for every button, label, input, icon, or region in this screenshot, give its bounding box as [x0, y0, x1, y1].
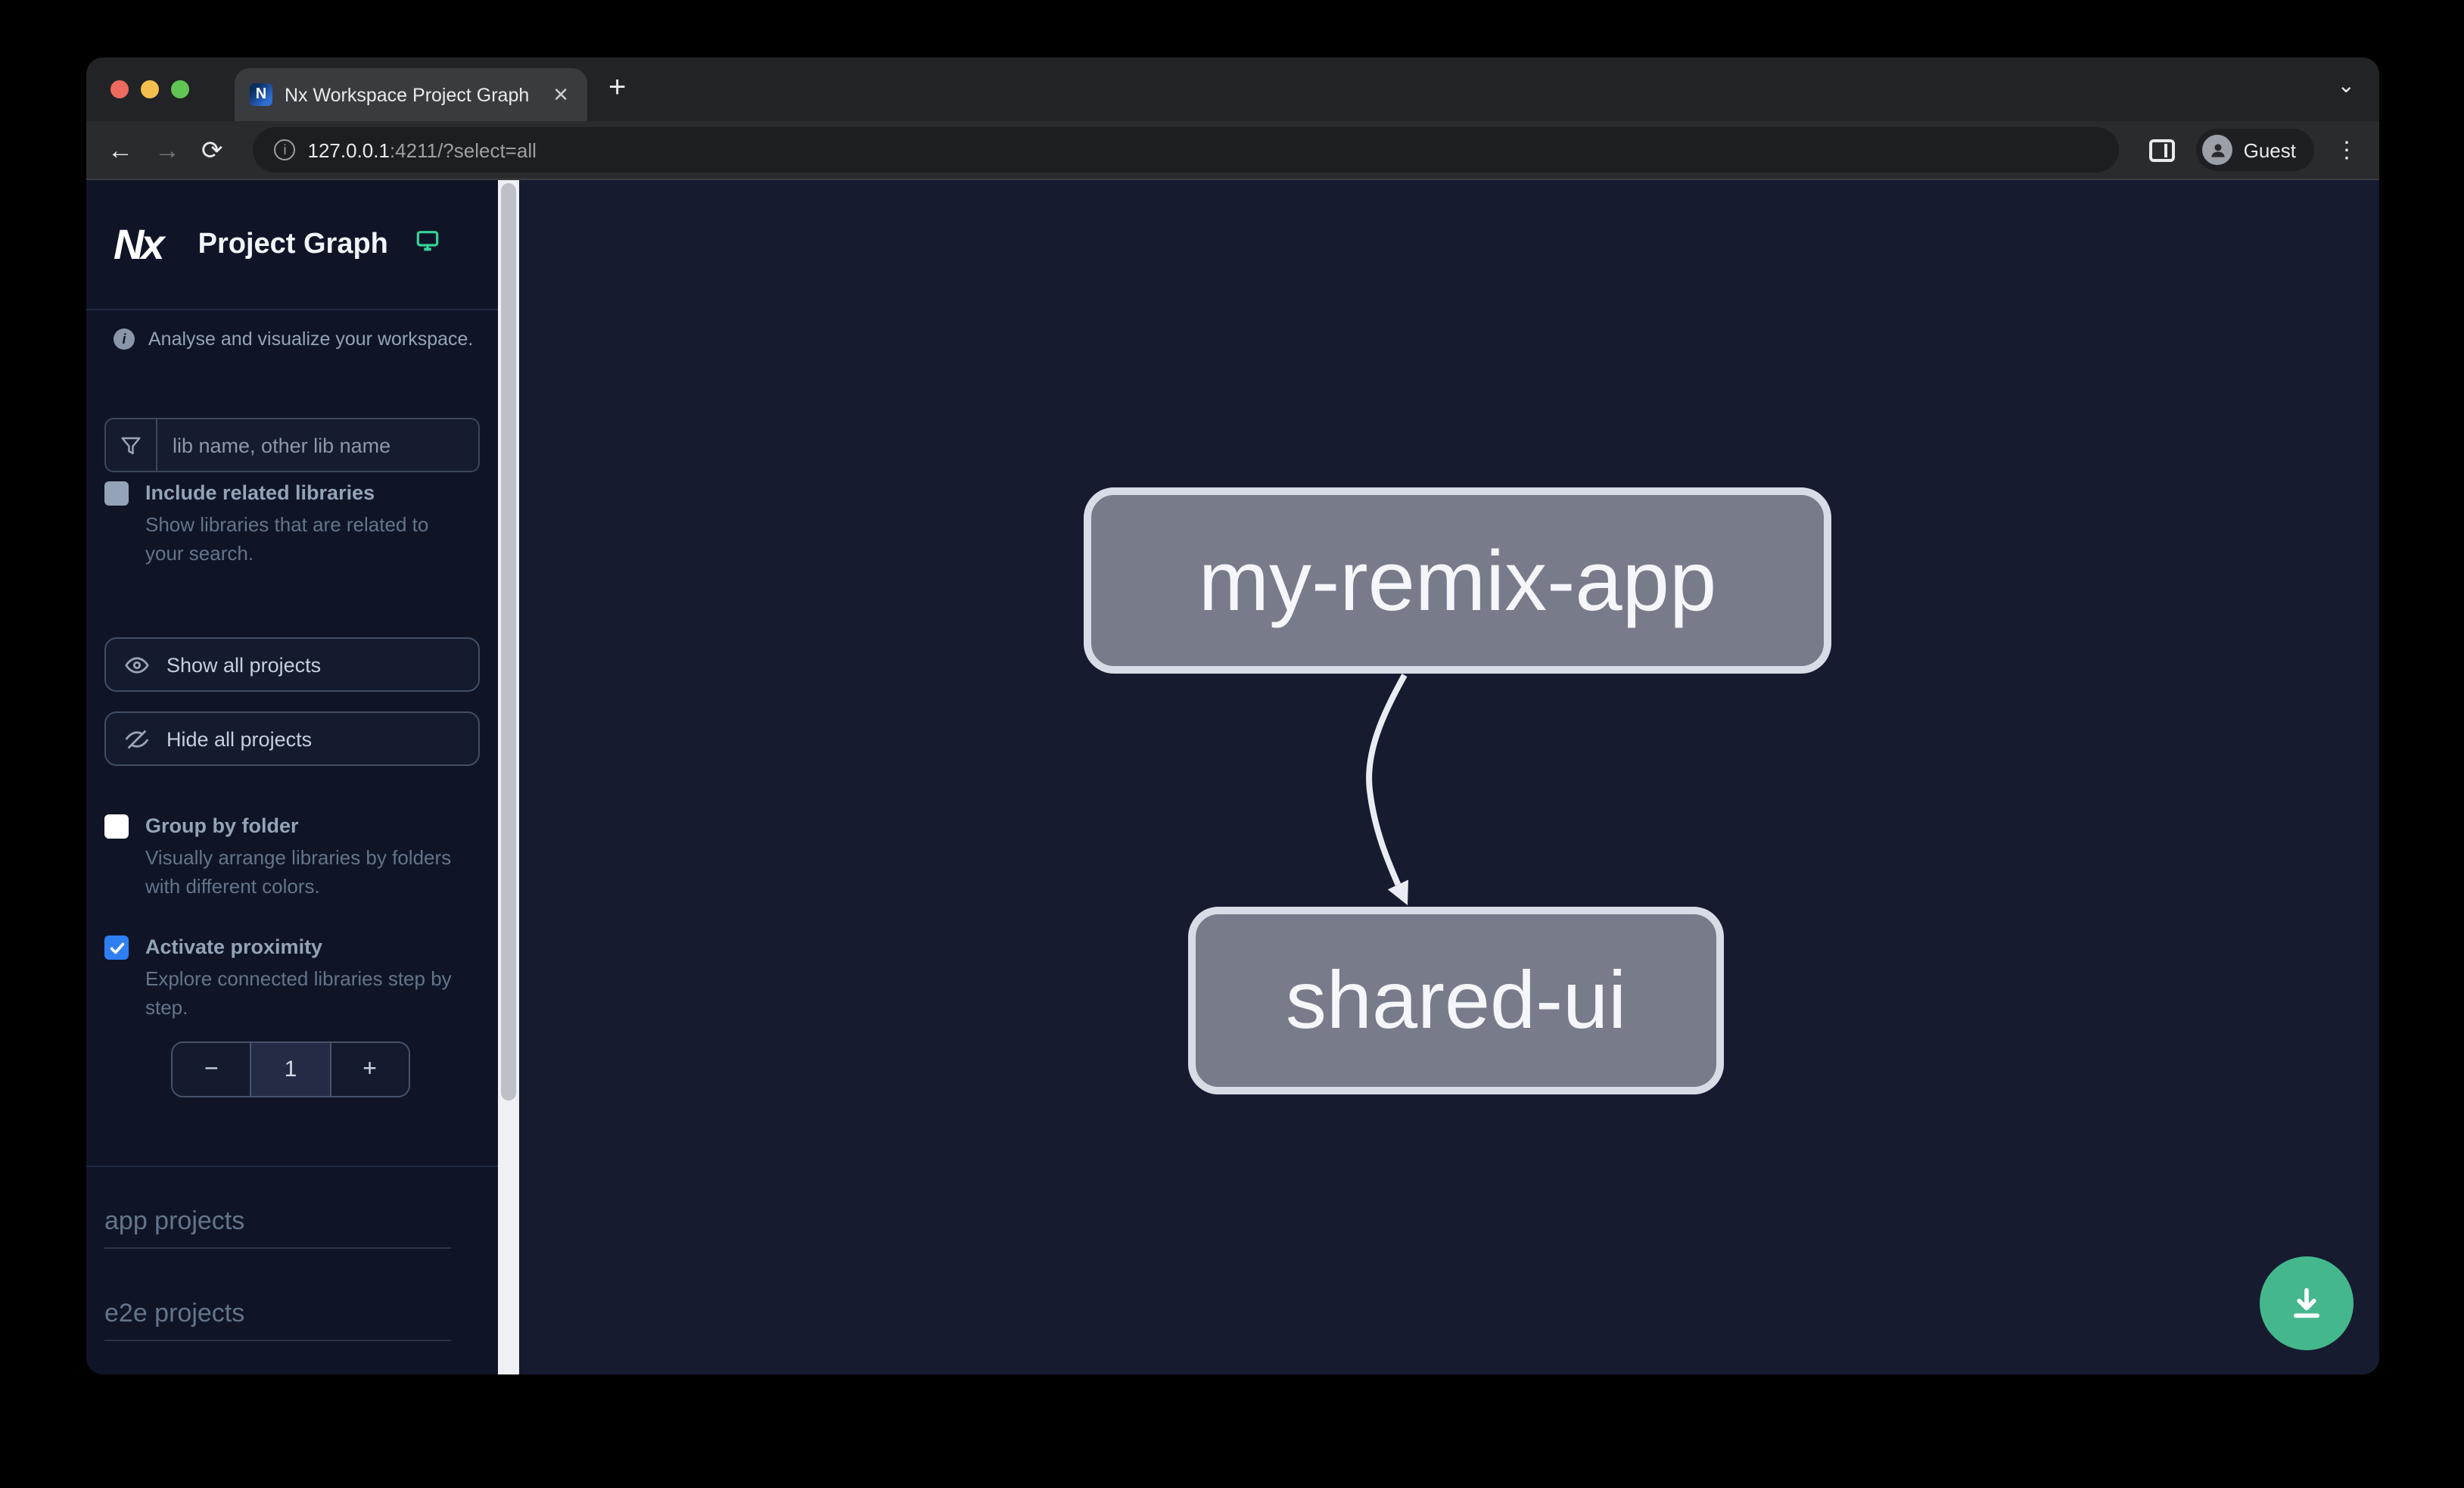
- app-content: Nx Project Graph i Analyse and visualize…: [86, 180, 2379, 1374]
- activate-proximity-option[interactable]: Activate proximity Explore connected lib…: [104, 934, 457, 1022]
- include-related-label: Include related libraries: [145, 481, 375, 504]
- search-box: [104, 418, 480, 472]
- proximity-depth-value: 1: [250, 1043, 331, 1096]
- tab-title: Nx Workspace Project Graph: [285, 84, 530, 105]
- tagline-text: Analyse and visualize your workspace.: [148, 328, 474, 350]
- sidebar-divider: [86, 1166, 498, 1167]
- zoom-window-button[interactable]: [171, 80, 189, 98]
- browser-menu-icon[interactable]: ⋮: [2335, 138, 2358, 163]
- check-icon: [109, 942, 124, 954]
- group-by-folder-description: Visually arrange libraries by folders wi…: [145, 846, 452, 898]
- profile-button[interactable]: Guest: [2196, 129, 2314, 171]
- include-related-description: Show libraries that are related to your …: [145, 513, 429, 565]
- increment-button[interactable]: +: [331, 1043, 409, 1096]
- activate-proximity-checkbox[interactable]: [104, 935, 129, 960]
- nx-logo: Nx: [114, 220, 165, 267]
- hide-all-projects-label: Hide all projects: [166, 727, 313, 750]
- tagline-row: i Analyse and visualize your workspace.: [114, 328, 473, 350]
- section-e2e-projects[interactable]: e2e projects: [104, 1299, 451, 1341]
- include-related-option[interactable]: Include related libraries Show libraries…: [104, 480, 457, 568]
- close-window-button[interactable]: [110, 80, 129, 98]
- show-all-projects-label: Show all projects: [166, 653, 322, 676]
- sidebar-header: Nx Project Graph: [86, 180, 498, 310]
- group-by-folder-label: Group by folder: [145, 814, 299, 837]
- avatar-icon: [2202, 135, 2233, 165]
- decrement-button[interactable]: −: [173, 1043, 250, 1096]
- show-all-projects-button[interactable]: Show all projects: [104, 637, 480, 692]
- tab-close-icon[interactable]: ✕: [552, 83, 569, 106]
- eye-off-icon: [125, 729, 149, 749]
- arrowhead-icon: [1387, 879, 1408, 905]
- node-shared-ui[interactable]: shared-ui: [1188, 907, 1724, 1094]
- minimize-window-button[interactable]: [141, 80, 159, 98]
- group-by-folder-option[interactable]: Group by folder Visually arrange librari…: [104, 813, 457, 901]
- activate-proximity-label: Activate proximity: [145, 935, 323, 958]
- edge-my-remix-app-to-shared-ui: [1366, 674, 1408, 905]
- save-image-button[interactable]: [2260, 1256, 2354, 1350]
- group-by-folder-checkbox[interactable]: [104, 814, 129, 839]
- address-bar[interactable]: i 127.0.0.1:4211/?select=all: [253, 127, 2120, 173]
- filter-icon: [106, 419, 157, 471]
- profile-label: Guest: [2243, 139, 2296, 161]
- section-app-projects[interactable]: app projects: [104, 1206, 451, 1249]
- tab-strip: N Nx Workspace Project Graph ✕ + ⌄: [86, 58, 2379, 121]
- site-info-icon[interactable]: i: [274, 139, 296, 160]
- back-button[interactable]: ←: [107, 135, 133, 164]
- info-icon: i: [114, 328, 135, 350]
- hide-all-projects-button[interactable]: Hide all projects: [104, 711, 480, 766]
- eye-icon: [125, 656, 149, 673]
- include-related-checkbox[interactable]: [104, 481, 129, 506]
- browser-window: N Nx Workspace Project Graph ✕ + ⌄ ← → ⟳…: [86, 58, 2379, 1374]
- page-title: Project Graph: [198, 228, 388, 260]
- monitor-icon[interactable]: [415, 229, 441, 260]
- browser-toolbar: ← → ⟳ i 127.0.0.1:4211/?select=all Guest…: [86, 121, 2379, 180]
- activate-proximity-description: Explore connected libraries step by step…: [145, 967, 452, 1019]
- node-my-remix-app[interactable]: my-remix-app: [1084, 487, 1831, 674]
- reload-button[interactable]: ⟳: [201, 135, 223, 164]
- proximity-stepper: − 1 +: [171, 1041, 410, 1097]
- url-text: 127.0.0.1:4211/?select=all: [308, 139, 537, 161]
- browser-tab[interactable]: N Nx Workspace Project Graph ✕: [235, 68, 587, 121]
- new-tab-button[interactable]: +: [608, 71, 627, 104]
- side-panel-icon[interactable]: [2149, 139, 2176, 161]
- url-path: :4211/?select=all: [389, 139, 537, 161]
- nx-favicon-icon: N: [250, 83, 272, 106]
- sidebar: Nx Project Graph i Analyse and visualize…: [86, 180, 498, 1374]
- window-controls: [110, 80, 189, 98]
- download-icon: [2294, 1287, 2319, 1318]
- url-host: 127.0.0.1: [307, 139, 390, 161]
- scrollbar-thumb[interactable]: [501, 183, 516, 1100]
- tab-search-chevron-icon[interactable]: ⌄: [2337, 73, 2355, 97]
- forward-button[interactable]: →: [154, 135, 180, 164]
- sidebar-scrollbar[interactable]: [498, 180, 519, 1374]
- graph-canvas[interactable]: my-remix-app shared-ui: [519, 180, 2379, 1374]
- search-input[interactable]: [157, 419, 478, 471]
